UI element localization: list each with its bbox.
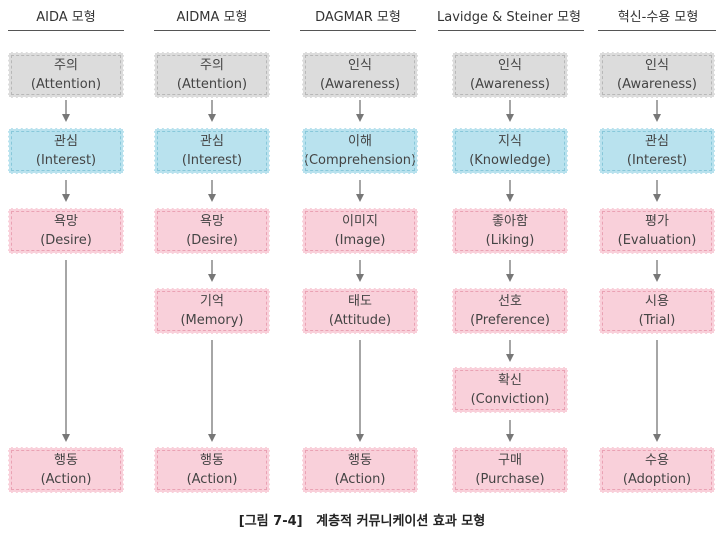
stage-label-en: (Action) (40, 472, 92, 487)
stage-box: 관심 (Interest) (154, 128, 270, 174)
stage-box: 인식 (Awareness) (302, 52, 418, 98)
stage-box: 태도 (Attitude) (302, 288, 418, 334)
figure-caption: [그림 7-4] 계층적 커뮤니케이션 효과 모형 (0, 510, 724, 529)
stage-label: 이해 (348, 134, 372, 149)
figure-title: 계층적 커뮤니케이션 효과 모형 (316, 514, 486, 529)
stage-label: 인식 (498, 58, 522, 73)
stage-label-en: (Attitude) (328, 313, 392, 328)
stage-label: 관심 (645, 134, 669, 149)
stage-label-en: (Memory) (180, 313, 244, 328)
stage-label: 수용 (645, 453, 669, 468)
stage-box: 행동 (Action) (154, 447, 270, 493)
model-title-aidma: AIDMA 모형 (176, 10, 248, 25)
stage-label: 기억 (200, 294, 224, 309)
stage-label-en: (Action) (334, 472, 386, 487)
stage-box: 관심 (Interest) (8, 128, 124, 174)
header-rule (154, 30, 270, 31)
stage-label-en: (Awareness) (617, 77, 697, 92)
stage-label: 시용 (645, 294, 669, 309)
stage-label: 관심 (54, 134, 78, 149)
stage-box: 선호 (Preference) (452, 288, 568, 334)
stage-label-en: (Conviction) (470, 392, 550, 407)
stage-box: 행동 (Action) (302, 447, 418, 493)
stage-label: 확신 (498, 373, 522, 388)
model-title-aida: AIDA 모형 (36, 10, 96, 25)
stage-label-en: (Interest) (181, 153, 243, 168)
stage-box: 이미지 (Image) (302, 208, 418, 254)
stage-label: 태도 (348, 294, 372, 309)
stage-box: 관심 (Interest) (599, 128, 715, 174)
stage-label-en: (Interest) (626, 153, 688, 168)
stage-box: 욕망 (Desire) (8, 208, 124, 254)
stage-label: 행동 (200, 453, 224, 468)
stage-label-en: (Awareness) (320, 77, 400, 92)
stage-label-en: (Attention) (30, 77, 102, 92)
stage-label-en: (Attention) (176, 77, 248, 92)
stage-label: 좋아함 (492, 214, 528, 229)
model-title-dagmar: DAGMAR 모형 (315, 10, 401, 25)
stage-box: 주의 (Attention) (154, 52, 270, 98)
stage-label-en: (Preference) (470, 313, 550, 328)
stage-label: 주의 (200, 58, 224, 73)
stage-box: 확신 (Conviction) (452, 367, 568, 413)
header-rule (300, 30, 416, 31)
stage-label-en: (Image) (334, 233, 386, 248)
stage-box: 이해 (Comprehension) (302, 128, 418, 174)
stage-label-en: (Knowledge) (469, 153, 551, 168)
stage-label-en: (Interest) (35, 153, 97, 168)
stage-label: 인식 (645, 58, 669, 73)
stage-label: 인식 (348, 58, 372, 73)
stage-label: 주의 (54, 58, 78, 73)
stage-box: 좋아함 (Liking) (452, 208, 568, 254)
stage-box: 기억 (Memory) (154, 288, 270, 334)
stage-label: 욕망 (200, 214, 224, 229)
header-rule (8, 30, 124, 31)
header-rule (598, 30, 716, 31)
stage-box: 평가 (Evaluation) (599, 208, 715, 254)
stage-label-en: (Purchase) (475, 472, 545, 487)
stage-box: 욕망 (Desire) (154, 208, 270, 254)
stage-box: 행동 (Action) (8, 447, 124, 493)
stage-label-en: (Action) (186, 472, 238, 487)
stage-label-en: (Awareness) (470, 77, 550, 92)
stage-label: 행동 (348, 453, 372, 468)
stage-box: 인식 (Awareness) (599, 52, 715, 98)
stage-box: 시용 (Trial) (599, 288, 715, 334)
stage-label: 구매 (498, 453, 522, 468)
stage-label: 이미지 (342, 214, 378, 229)
stage-label-en: (Desire) (186, 233, 238, 248)
header-rule (438, 30, 584, 31)
stage-label: 선호 (498, 294, 522, 309)
stage-label-en: (Desire) (40, 233, 92, 248)
stage-label-en: (Liking) (485, 233, 535, 248)
model-title-lavidge-steiner: Lavidge & Steiner 모형 (436, 10, 581, 25)
stage-label: 평가 (645, 214, 669, 229)
stage-box: 수용 (Adoption) (599, 447, 715, 493)
model-title-innovation-adoption: 혁신-수용 모형 (617, 10, 699, 25)
stage-label-en: (Comprehension) (303, 153, 417, 168)
stage-label: 관심 (200, 134, 224, 149)
stage-label: 지식 (498, 134, 522, 149)
stage-label-en: (Trial) (638, 313, 676, 328)
stage-label-en: (Adoption) (622, 472, 692, 487)
stage-label: 욕망 (54, 214, 78, 229)
stage-label-en: (Evaluation) (617, 233, 697, 248)
stage-box: 지식 (Knowledge) (452, 128, 568, 174)
figure-number: [그림 7-4] (238, 514, 303, 529)
stage-box: 인식 (Awareness) (452, 52, 568, 98)
stage-label: 행동 (54, 453, 78, 468)
stage-box: 구매 (Purchase) (452, 447, 568, 493)
stage-box: 주의 (Attention) (8, 52, 124, 98)
